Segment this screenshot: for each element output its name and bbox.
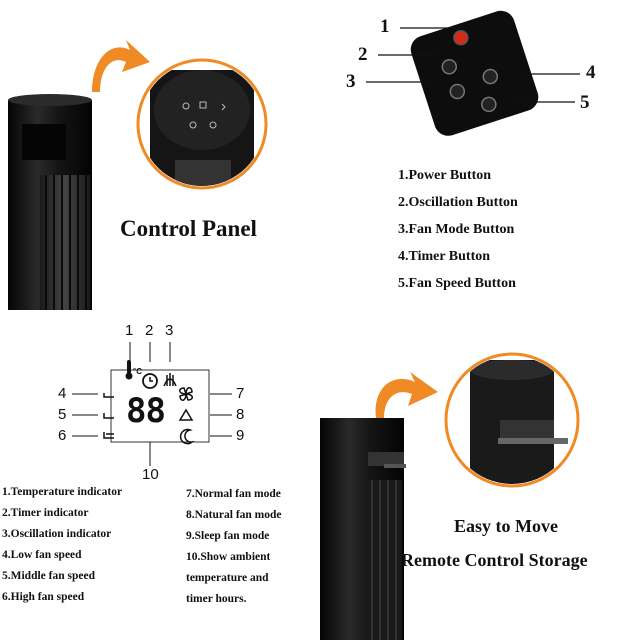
legend-item: 4.Low fan speed [2, 549, 82, 561]
lcd-callout-6: 6 [58, 427, 67, 444]
temp-unit-label: °C [133, 367, 142, 376]
remote-callout-1: 1 [380, 16, 390, 37]
lcd-callout-4: 4 [58, 385, 67, 402]
remote-callout-5: 5 [580, 92, 590, 113]
legend-item: temperature and [186, 572, 269, 584]
lcd-callout-1: 1 [125, 322, 134, 339]
lcd-callout-3: 3 [165, 322, 174, 339]
legend-item: 1.Power Button [398, 168, 492, 183]
display-legend-left: 1.Temperature indicator 2.Timer indicato… [2, 482, 122, 608]
clock-icon [142, 373, 158, 389]
lcd-callout-10: 10 [142, 466, 159, 483]
control-panel-title: Control Panel [120, 216, 257, 241]
storage-title-line-1: Easy to Move [454, 516, 558, 536]
legend-item: 3.Fan Mode Button [398, 222, 515, 237]
remote-callout-3: 3 [346, 71, 356, 92]
legend-item: 6.High fan speed [2, 591, 85, 603]
fan-speed-icons [103, 393, 114, 439]
legend-item: 5.Fan Speed Button [398, 276, 516, 291]
control-panel-zoom [136, 58, 268, 190]
legend-item: 2.Oscillation Button [398, 195, 518, 210]
legend-item: 10.Show ambient [186, 551, 271, 563]
legend-item: 5.Middle fan speed [2, 570, 95, 582]
lcd-display-diagram [72, 342, 232, 466]
legend-item: 1.Temperature indicator [2, 486, 123, 498]
tower-fan-top [8, 94, 92, 310]
lcd-callout-9: 9 [236, 427, 245, 444]
remote-callout-2: 2 [358, 44, 368, 65]
legend-item: 4.Timer Button [398, 249, 491, 264]
remote-legend: 1.Power Button 2.Oscillation Button 3.Fa… [398, 162, 518, 297]
legend-item: 9.Sleep fan mode [186, 530, 270, 542]
storage-title-line-2: Remote Control Storage [401, 550, 588, 570]
legend-item: 7.Normal fan mode [186, 488, 281, 500]
thermometer-icon [125, 360, 133, 380]
legend-item: timer hours. [186, 593, 247, 605]
storage-zoom [444, 352, 580, 488]
lcd-callout-5: 5 [58, 406, 67, 423]
oscillation-icon [163, 373, 177, 387]
lcd-digits: 88 [126, 391, 166, 431]
legend-item: 3.Oscillation indicator [2, 528, 112, 540]
arrow-icon-storage [375, 372, 438, 418]
remote-control [366, 10, 580, 136]
legend-item: 8.Natural fan mode [186, 509, 282, 521]
display-legend-right: 7.Normal fan mode 8.Natural fan mode 9.S… [186, 484, 282, 610]
remote-callout-4: 4 [586, 62, 596, 83]
fan-mode-icons [178, 387, 195, 445]
legend-item: 2.Timer indicator [2, 507, 89, 519]
tower-fan-bottom [320, 418, 406, 640]
lcd-callout-7: 7 [236, 385, 245, 402]
lcd-callout-8: 8 [236, 406, 245, 423]
lcd-callout-2: 2 [145, 322, 154, 339]
arrow-icon-control-panel [92, 40, 150, 92]
